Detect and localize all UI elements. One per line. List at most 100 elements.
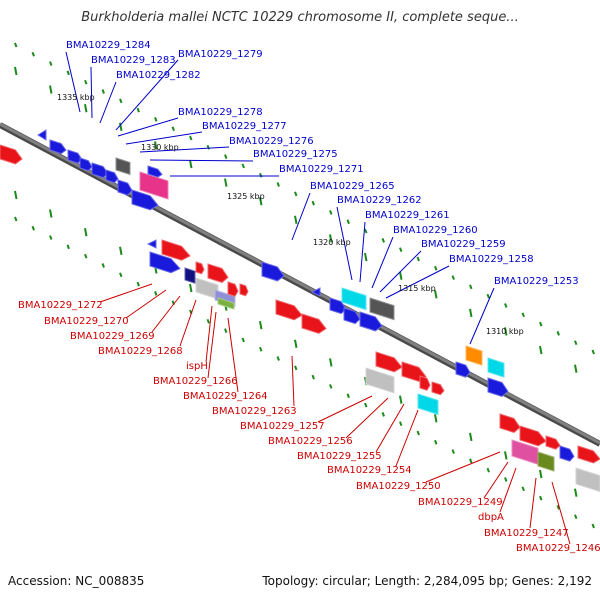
kbp-label: 1325 kbp bbox=[227, 192, 265, 201]
kbp-label: 1320 kbp bbox=[313, 238, 351, 247]
reverse-gene-label: BMA10229_1272 bbox=[18, 300, 103, 311]
gene-feature bbox=[301, 313, 327, 334]
gene-feature bbox=[227, 281, 239, 297]
reverse-gene-label: BMA10229_1266 bbox=[153, 376, 238, 387]
reverse-gene-label: BMA10229_1270 bbox=[44, 316, 129, 327]
label-leader bbox=[395, 409, 419, 467]
tick-mark bbox=[14, 66, 18, 76]
label-leader bbox=[65, 51, 81, 113]
tick-mark bbox=[574, 340, 578, 346]
tick-mark bbox=[346, 219, 350, 225]
tick-mark bbox=[241, 337, 245, 343]
tick-mark bbox=[364, 228, 368, 234]
tick-mark bbox=[434, 290, 438, 299]
label-leader bbox=[385, 265, 450, 299]
tick-mark bbox=[119, 272, 123, 278]
tick-mark bbox=[154, 141, 158, 150]
gene-feature bbox=[239, 283, 249, 297]
tick-mark bbox=[591, 349, 595, 355]
tick-mark bbox=[189, 283, 193, 293]
tick-mark bbox=[399, 421, 403, 427]
gene-feature bbox=[37, 129, 47, 141]
tick-mark bbox=[399, 271, 403, 280]
label-leader bbox=[551, 481, 571, 545]
forward-gene-label: BMA10229_1279 bbox=[178, 49, 263, 60]
gene-feature bbox=[161, 239, 191, 261]
tick-mark bbox=[49, 61, 53, 66]
gene-feature bbox=[365, 367, 395, 394]
gene-feature bbox=[375, 351, 403, 373]
tick-mark bbox=[311, 200, 315, 206]
gene-feature bbox=[369, 297, 395, 321]
tick-mark bbox=[294, 215, 298, 225]
tick-mark bbox=[101, 89, 105, 94]
tick-mark bbox=[416, 256, 420, 262]
tick-mark bbox=[469, 284, 473, 290]
gene-feature bbox=[79, 157, 93, 172]
label-leader bbox=[345, 397, 389, 439]
tick-mark bbox=[14, 190, 18, 200]
forward-gene-label: BMA10229_1253 bbox=[494, 276, 579, 287]
tick-mark bbox=[119, 122, 123, 131]
gene-feature bbox=[147, 165, 163, 178]
tick-mark bbox=[259, 172, 263, 178]
kbp-label: 1330 kbp bbox=[141, 143, 179, 152]
tick-mark bbox=[364, 252, 368, 262]
tick-mark bbox=[119, 246, 123, 255]
tick-mark bbox=[504, 303, 508, 308]
label-leader bbox=[483, 461, 509, 499]
tick-mark bbox=[521, 312, 525, 318]
tick-mark bbox=[49, 85, 53, 94]
tick-mark bbox=[346, 393, 350, 399]
tick-mark bbox=[49, 235, 53, 240]
tick-mark bbox=[224, 154, 228, 159]
forward-gene-label: BMA10229_1265 bbox=[310, 181, 395, 192]
reverse-gene-label: BMA10229_1269 bbox=[70, 331, 155, 342]
gene-feature bbox=[115, 157, 131, 176]
tick-mark bbox=[259, 321, 263, 330]
label-leader bbox=[90, 66, 93, 119]
feature-group bbox=[0, 129, 600, 493]
gene-feature bbox=[261, 261, 285, 282]
label-leader bbox=[529, 477, 537, 529]
label-leader bbox=[139, 146, 230, 153]
reverse-gene-label: BMA10229_1250 bbox=[356, 481, 441, 492]
gene-feature bbox=[195, 261, 205, 275]
gene-feature bbox=[184, 267, 196, 284]
tick-mark bbox=[574, 514, 578, 520]
tick-mark bbox=[469, 432, 473, 442]
gene-feature bbox=[431, 381, 445, 396]
forward-gene-label: BMA10229_1284 bbox=[66, 40, 151, 51]
label-leader bbox=[359, 221, 366, 283]
label-leader bbox=[115, 59, 179, 131]
tick-mark bbox=[206, 144, 210, 150]
tick-mark bbox=[189, 135, 193, 141]
forward-gene-label: BMA10229_1258 bbox=[449, 254, 534, 265]
label-leader bbox=[99, 283, 153, 303]
genome-summary: Topology: circular; Length: 2,284,095 bp… bbox=[262, 574, 592, 588]
tick-mark bbox=[259, 197, 263, 206]
label-leader bbox=[207, 311, 217, 379]
gene-feature bbox=[419, 375, 431, 391]
tick-mark bbox=[504, 451, 508, 460]
tick-mark bbox=[101, 263, 105, 268]
forward-gene-label: BMA10229_1271 bbox=[279, 164, 364, 175]
reverse-gene-label: dbpA bbox=[478, 512, 504, 523]
tick-mark bbox=[381, 412, 385, 417]
tick-mark bbox=[206, 318, 210, 324]
tick-mark bbox=[66, 244, 70, 250]
label-leader bbox=[375, 403, 405, 453]
reverse-gene-label: BMA10229_1246 bbox=[516, 543, 600, 554]
tick-mark bbox=[84, 79, 88, 85]
gene-feature bbox=[149, 251, 181, 274]
gene-feature bbox=[49, 139, 67, 155]
gene-feature bbox=[105, 169, 119, 184]
label-leader bbox=[379, 250, 422, 293]
gene-feature bbox=[417, 393, 439, 416]
reverse-gene-label: BMA10229_1268 bbox=[98, 346, 183, 357]
tick-mark bbox=[434, 439, 438, 445]
forward-gene-label: BMA10229_1276 bbox=[229, 136, 314, 147]
tick-mark bbox=[84, 228, 88, 237]
